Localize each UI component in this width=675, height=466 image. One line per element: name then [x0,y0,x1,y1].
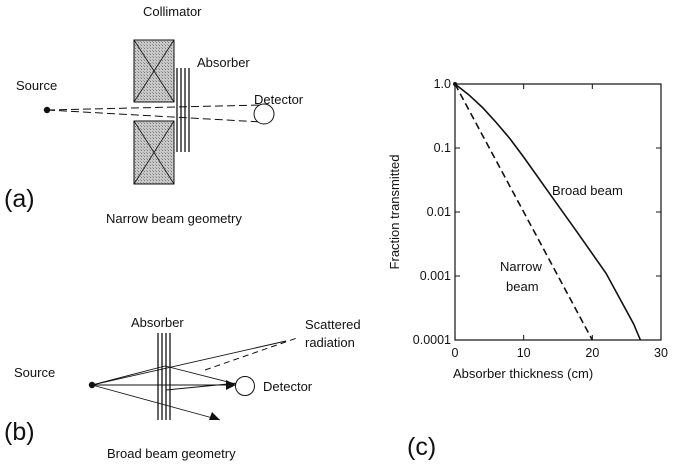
plot-frame [455,84,661,340]
scattered-label-line1: Scattered [305,317,361,332]
scattered-pointer [205,338,297,370]
arrow-straight [226,380,236,390]
panel-letter-a: (a) [4,185,35,213]
absorber-plates-b [158,333,170,420]
series-lines [453,82,640,340]
arrow-scatter [209,412,220,420]
x-tick-label: 20 [585,346,599,360]
collimator-label: Collimator [143,4,202,19]
broad-beam-line [455,84,640,340]
y-tick-label: 0.1 [434,141,451,155]
collimator-lower-block [134,121,174,184]
panel-a: Collimator Absorber Source Detecto [4,4,304,226]
narrow-beam-line [455,84,592,340]
tick-marks [455,84,661,340]
x-tick-label: 30 [654,346,668,360]
broad-beam-label: Broad beam [552,183,623,198]
panel-letter-b: (b) [4,418,35,446]
y-tick-label: 0.001 [420,269,451,283]
absorber-label-b: Absorber [131,315,184,330]
panel-letter-c: (c) [407,433,436,461]
narrow-beam-label-line2: beam [506,279,539,294]
absorber-label-a: Absorber [197,55,250,70]
scattered-label-line2: radiation [305,335,355,350]
y-axis-title: Fraction transmitted [387,155,402,270]
detector-b [236,377,255,396]
detector-label-a: Detector [254,92,304,107]
detector-a [254,104,274,124]
y-tick-label: 1.0 [434,77,451,91]
beam-rays-b [92,341,286,420]
x-tick-label: 0 [452,346,459,360]
absorber-plates-a [177,68,189,152]
caption-b: Broad beam geometry [107,446,236,461]
source-label-b: Source [14,365,55,380]
y-tick-label: 0.01 [427,205,451,219]
origin-point [453,82,457,86]
collimator-upper-block [134,40,174,102]
panel-b: Absorber Scattered radiation Source Dete… [4,315,361,461]
y-tick-label: 0.0001 [413,333,451,347]
narrow-beam-label-line1: Narrow [500,259,543,274]
detector-label-b: Detector [263,379,313,394]
x-tick-label: 10 [517,346,531,360]
panel-c-chart: 1.0 0.1 0.01 0.001 0.0001 0 10 20 30 Absorber t… [387,77,668,461]
x-tick-labels: 0 10 20 30 [452,346,668,360]
caption-a: Narrow beam geometry [106,211,242,226]
beam-lines-a [47,105,262,122]
y-tick-labels: 1.0 0.1 0.01 0.001 0.0001 [413,77,451,347]
source-label-a: Source [16,78,57,93]
x-axis-title: Absorber thickness (cm) [453,366,593,381]
